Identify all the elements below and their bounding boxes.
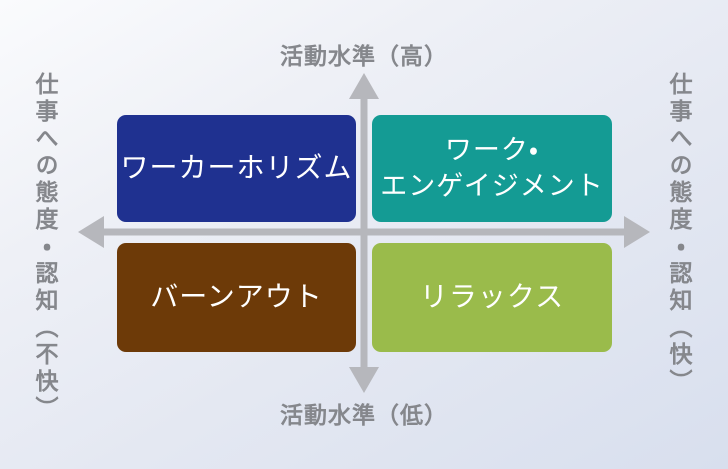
- axis-label-attitude-unpleasant: 仕事への態度・認知（不快）: [32, 72, 58, 423]
- axis-label-attitude-pleasant: 仕事への態度・認知（快）: [666, 72, 692, 396]
- quadrant-work-engagement: ワーク・ エンゲイジメント: [372, 115, 612, 222]
- quadrant-burnout: バーンアウト: [117, 243, 356, 352]
- quadrant-burnout-label: バーンアウト: [150, 281, 323, 313]
- quadrant-relax: リラックス: [372, 243, 612, 352]
- quadrant-workaholism: ワーカーホリズム: [117, 115, 356, 222]
- arrowhead-right-icon: [624, 216, 650, 248]
- axis-label-activity-low: 活動水準（低）: [280, 402, 448, 428]
- vertical-axis-arrow: [349, 73, 379, 393]
- arrowhead-up-icon: [349, 73, 379, 99]
- quadrant-work-engagement-label-line1: ワーク・: [444, 135, 540, 166]
- quadrant-workaholism-label: ワーカーホリズム: [120, 152, 353, 184]
- quadrant-relax-label: リラックス: [419, 281, 565, 313]
- quadrant-work-engagement-label-line2: エンゲイジメント: [380, 170, 604, 201]
- arrowhead-down-icon: [349, 367, 379, 393]
- axis-label-activity-high: 活動水準（高）: [280, 43, 448, 69]
- arrowhead-left-icon: [78, 216, 104, 248]
